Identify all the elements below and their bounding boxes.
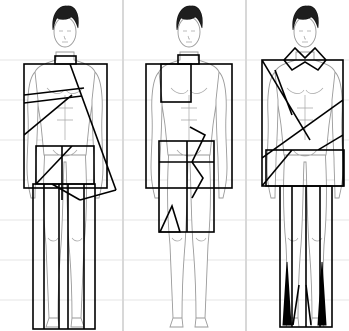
figure-right <box>262 6 344 327</box>
figure-middle <box>146 6 232 327</box>
body-sketch-left <box>27 6 103 327</box>
figure-left <box>24 6 116 329</box>
body-sketch-middle <box>151 6 227 327</box>
